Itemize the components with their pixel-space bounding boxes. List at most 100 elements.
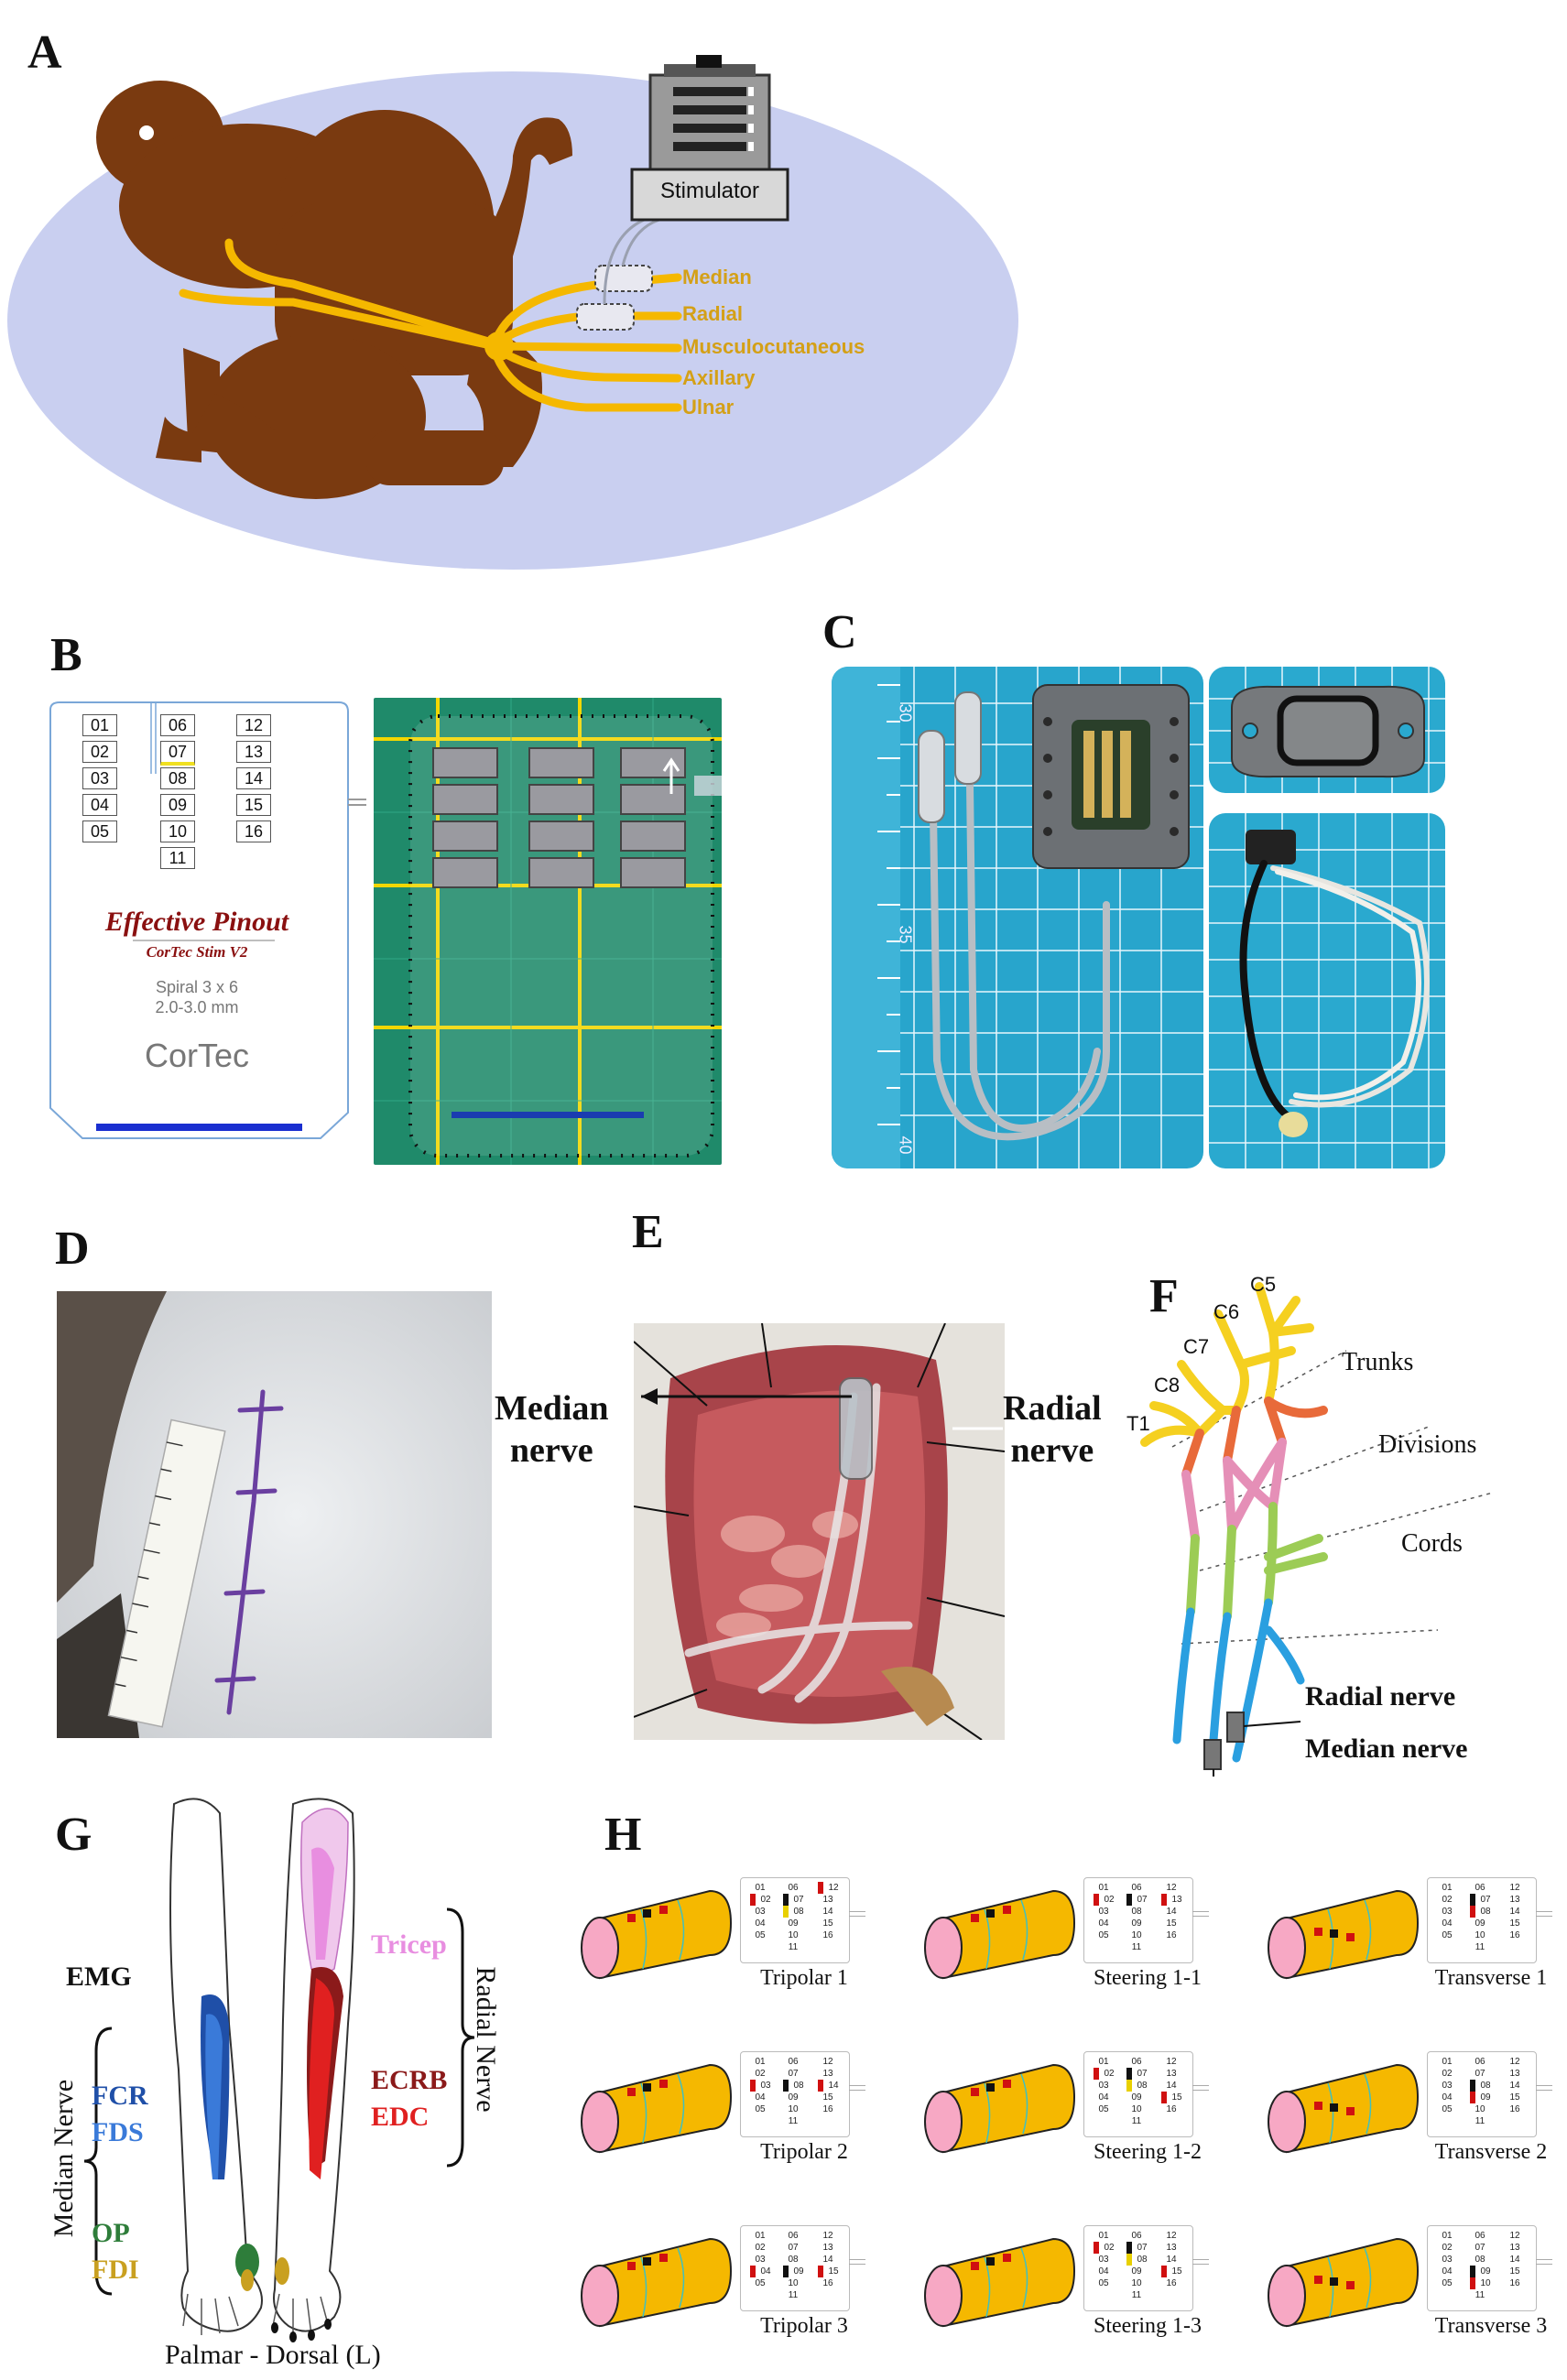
- mini-pinout-contact: 12: [1509, 2231, 1520, 2241]
- mini-pinout-contact: 09: [1475, 1918, 1485, 1929]
- panel-label-g: G: [55, 1809, 92, 1861]
- mini-pinout-contact: 11: [788, 1942, 799, 1952]
- muscle-label-fds: FDS: [92, 2117, 144, 2147]
- region-label-divisions: Divisions: [1378, 1430, 1477, 1459]
- mini-pinout-contact: 13: [1509, 2069, 1520, 2079]
- pinout-contact: 16: [236, 821, 271, 842]
- mini-pinout-contact: 02: [1442, 1895, 1453, 1905]
- mini-pinout-contact: 05: [755, 1930, 766, 1940]
- mini-pinout-contact: 11: [788, 2116, 799, 2126]
- mini-pinout-contact: 07: [1475, 2069, 1485, 2079]
- nerve-label-ulnar: Ulnar: [682, 396, 735, 418]
- mini-pinout-lead: [849, 2085, 865, 2091]
- mini-pinout-contact: 13: [822, 1895, 833, 1905]
- mini-pinout-contact: 15: [1161, 2266, 1187, 2277]
- stimulator-label: Stimulator: [659, 179, 760, 203]
- nerve-label-median: Median: [682, 266, 752, 288]
- panel-label-h: H: [604, 1809, 642, 1861]
- muscle-label-fcr: FCR: [92, 2081, 148, 2111]
- surgical-site-photo: [57, 1291, 492, 1738]
- arm-caption: Palmar - Dorsal (L): [165, 2340, 381, 2370]
- root-label-c8: C8: [1154, 1374, 1181, 1396]
- mini-pinout-contact: 14: [1166, 2255, 1177, 2265]
- mini-pinout-contact: 12: [1166, 2231, 1177, 2241]
- median-nerve-bracket: [83, 2027, 113, 2296]
- mini-pinout-contact: 08: [783, 2080, 809, 2092]
- mini-pinout-contact: 14: [1509, 1907, 1520, 1917]
- nerve-exposure-photo: [634, 1323, 1005, 1740]
- mini-pinout-contact: 15: [1161, 2092, 1187, 2103]
- mini-pinout-contact: 11: [1475, 2290, 1485, 2300]
- mini-pinout-contact: 03: [1098, 2255, 1109, 2265]
- brachial-plexus-diagram: [1140, 1282, 1494, 1777]
- mini-pinout-contact: 08: [1126, 2080, 1152, 2092]
- config-label: Transverse 2: [1434, 2140, 1548, 2164]
- cuff-cylinder: [1268, 1889, 1420, 1980]
- mini-pinout-contact: 06: [1131, 2231, 1142, 2241]
- pinout-brand: CorTec: [144, 1037, 250, 1074]
- mini-pinout-contact: 11: [1131, 2290, 1142, 2300]
- panel-label-b: B: [50, 629, 82, 681]
- mini-pinout-contact: 08: [1126, 2254, 1152, 2266]
- arm-diagram: [169, 1798, 355, 2342]
- mini-pinout-contact: 15: [1509, 2266, 1520, 2277]
- pinout-contact: 06: [160, 714, 195, 736]
- mini-pinout-contact: 10: [1470, 2277, 1496, 2289]
- mini-pinout-lead: [1536, 2085, 1552, 2091]
- mini-pinout-contact: 10: [1131, 2104, 1142, 2114]
- radial-nerve-label-e-line1: Radial: [1003, 1389, 1102, 1428]
- panel-label-d: D: [55, 1223, 90, 1275]
- mini-pinout-contact: 15: [1166, 1918, 1177, 1929]
- ruler-label-30: 30: [896, 703, 915, 723]
- mini-pinout-contact: 16: [1509, 2104, 1520, 2114]
- mini-pinout-contact: 01: [755, 2057, 766, 2067]
- mini-pinout-contact: 12: [1166, 2057, 1177, 2067]
- mini-pinout-contact: 04: [750, 2266, 776, 2277]
- median-nerve-label-g: Median Nerve: [49, 2079, 79, 2238]
- mini-pinout-contact: 01: [1098, 2231, 1109, 2241]
- mini-pinout-contact: 05: [1098, 2104, 1109, 2114]
- pinout-contact: 04: [82, 794, 117, 816]
- mini-pinout-contact: 12: [1509, 2057, 1520, 2067]
- median-nerve-label-e-line2: nerve: [509, 1431, 593, 1470]
- mini-pinout-contact: 06: [788, 2231, 799, 2241]
- mini-pinout-contact: 01: [1098, 2057, 1109, 2067]
- radial-arrow: [952, 1427, 1003, 1430]
- mini-pinout-contact: 01: [755, 1883, 766, 1893]
- pinout-contact: 12: [236, 714, 271, 736]
- panel-label-c: C: [822, 606, 857, 658]
- mini-pinout-contact: 06: [1475, 2057, 1485, 2067]
- root-label-t1: T1: [1126, 1412, 1150, 1435]
- pinout-spec-1: Spiral 3 x 6: [155, 978, 239, 996]
- mini-pinout-contact: 13: [822, 2243, 833, 2253]
- median-nerve-label-f: Median nerve: [1305, 1733, 1468, 1764]
- root-label-c5: C5: [1250, 1273, 1277, 1296]
- mini-pinout-contact: 05: [1442, 2278, 1453, 2288]
- mini-pinout-contact: 13: [1161, 1894, 1187, 1906]
- cuff-cylinder: [1268, 2063, 1420, 2154]
- mini-pinout-contact: 08: [1475, 2255, 1485, 2265]
- ruler-label-40: 40: [896, 1136, 915, 1155]
- panel-label-a: A: [27, 27, 62, 79]
- mini-pinout-contact: 03: [1442, 2255, 1453, 2265]
- mini-pinout-lead: [1536, 2259, 1552, 2265]
- mini-pinout-contact: 15: [1509, 2092, 1520, 2103]
- mini-pinout-contact: 04: [1098, 1918, 1109, 1929]
- muscle-label-edc: EDC: [371, 2102, 430, 2132]
- mini-pinout-contact: 04: [1098, 2266, 1109, 2277]
- mini-pinout-contact: 12: [822, 2057, 833, 2067]
- mini-pinout-contact: 02: [755, 2243, 766, 2253]
- pinout-contact: 15: [236, 794, 271, 816]
- radial-nerve-label-g: Radial Nerve: [471, 1966, 501, 2113]
- mini-pinout-contact: 14: [822, 1907, 833, 1917]
- mini-pinout-contact: 02: [1442, 2243, 1453, 2253]
- mini-pinout-contact: 14: [1166, 1907, 1177, 1917]
- mini-pinout-contact: 03: [1442, 1907, 1453, 1917]
- config-label: Tripolar 3: [760, 2314, 848, 2338]
- radial-nerve-label-e-line2: nerve: [1010, 1431, 1094, 1470]
- panel-label-f: F: [1149, 1270, 1179, 1322]
- mini-pinout-contact: 02: [1094, 2242, 1119, 2254]
